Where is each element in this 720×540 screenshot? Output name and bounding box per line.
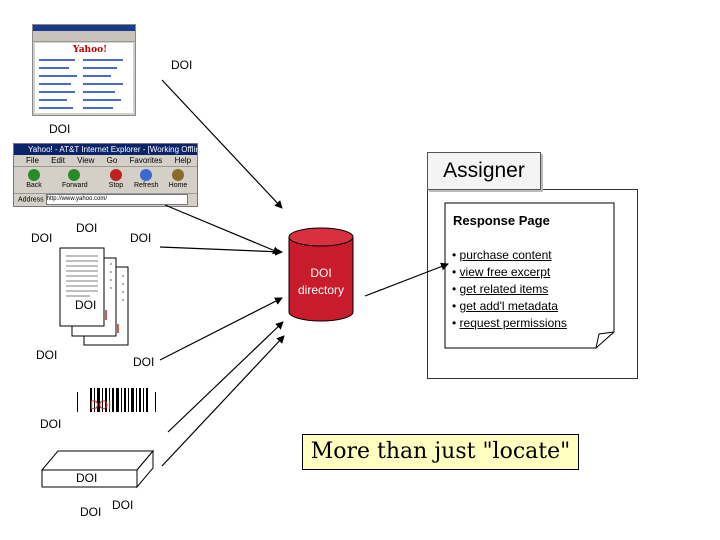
- forward-button[interactable]: Forward: [62, 169, 88, 189]
- menu-favorites[interactable]: Favorites: [129, 156, 163, 165]
- arrow-docs-to-directory: [164, 204, 281, 254]
- internet-explorer-window: Yahoo! - AT&T Internet Explorer - [Worki…: [13, 143, 198, 207]
- address-bar: Address http://www.yahoo.com/: [14, 194, 197, 206]
- arrow-box-to-directory: [161, 335, 285, 467]
- response-page-title: Response Page: [453, 213, 550, 228]
- doi-label-above-ie: DOI: [49, 122, 71, 136]
- ie-toolbar: Back Forward Stop Refresh Home: [14, 167, 197, 194]
- refresh-button[interactable]: Refresh: [134, 169, 159, 189]
- refresh-icon: [140, 169, 152, 181]
- toolbar: [33, 31, 135, 42]
- home-icon: [172, 169, 184, 181]
- stop-icon: [110, 169, 122, 181]
- doi-label-docs-top: DOI: [76, 221, 98, 235]
- forward-arrow-icon: [68, 169, 80, 181]
- doi-label-browser: DOI: [171, 58, 193, 72]
- arrow-ie-to-directory: [159, 246, 283, 256]
- more-than-locate-callout: More than just "locate": [302, 434, 579, 470]
- document-lines: [66, 255, 124, 301]
- arrow-barcode-to-directory: [167, 321, 284, 433]
- arrow-directory-to-response: [364, 262, 449, 297]
- doi-label-docs-inner: DOI: [75, 298, 97, 312]
- menu-edit[interactable]: Edit: [51, 156, 65, 165]
- menu-bar: File Edit View Go Favorites Help: [14, 155, 197, 167]
- address-input[interactable]: http://www.yahoo.com/: [45, 194, 188, 205]
- address-label: Address: [18, 196, 44, 204]
- menu-help[interactable]: Help: [174, 156, 192, 165]
- response-page-fold: [595, 331, 615, 349]
- document-doi-marks: [105, 310, 119, 333]
- browser-screenshot-top: Yahoo!: [32, 24, 136, 116]
- option-request-permissions[interactable]: • request permissions: [452, 316, 567, 330]
- arrow-doc-to-directory: [159, 297, 283, 361]
- back-arrow-icon: [28, 169, 40, 181]
- menu-go[interactable]: Go: [106, 156, 118, 165]
- option-purchase-content[interactable]: • purchase content: [452, 248, 552, 262]
- title-bar: [33, 25, 135, 31]
- option-get-addl-metadata[interactable]: • get add'l metadata: [452, 299, 558, 313]
- option-view-free-excerpt[interactable]: • view free excerpt: [452, 265, 551, 279]
- barcode: [77, 388, 156, 412]
- menu-view[interactable]: View: [77, 156, 95, 165]
- physical-box: [40, 449, 155, 489]
- home-button[interactable]: Home: [166, 169, 190, 189]
- menu-file[interactable]: File: [26, 156, 39, 165]
- doi-label-barcode: DOI: [90, 398, 112, 412]
- directory-label-doi: DOI: [310, 266, 332, 280]
- option-get-related-items[interactable]: • get related items: [452, 282, 549, 296]
- back-button[interactable]: Back: [22, 169, 46, 189]
- yahoo-logo: Yahoo!: [73, 45, 108, 55]
- assigner-box: Assigner: [427, 152, 541, 190]
- response-options-list: • purchase content • view free excerpt •…: [452, 247, 567, 332]
- doi-label-barcode-left: DOI: [40, 417, 62, 431]
- doi-label-box-bottom-right: DOI: [112, 498, 134, 512]
- doi-label-box-bottom-left: DOI: [80, 505, 102, 519]
- response-page-document: [444, 202, 615, 349]
- window-title: Yahoo! - AT&T Internet Explorer - [Worki…: [14, 144, 197, 155]
- doi-label-docs-below-right: DOI: [133, 355, 155, 369]
- doi-label-docs-below: DOI: [36, 348, 58, 362]
- stop-button[interactable]: Stop: [104, 169, 128, 189]
- web-page: Yahoo!: [35, 43, 133, 113]
- arrow-browser-to-directory: [161, 79, 283, 209]
- directory-label-directory: directory: [297, 283, 344, 297]
- doi-label-box-front: DOI: [76, 471, 98, 485]
- doi-directory-cylinder: [288, 227, 354, 322]
- doi-label-docs-right: DOI: [130, 231, 152, 245]
- doi-label-left: DOI: [31, 231, 53, 245]
